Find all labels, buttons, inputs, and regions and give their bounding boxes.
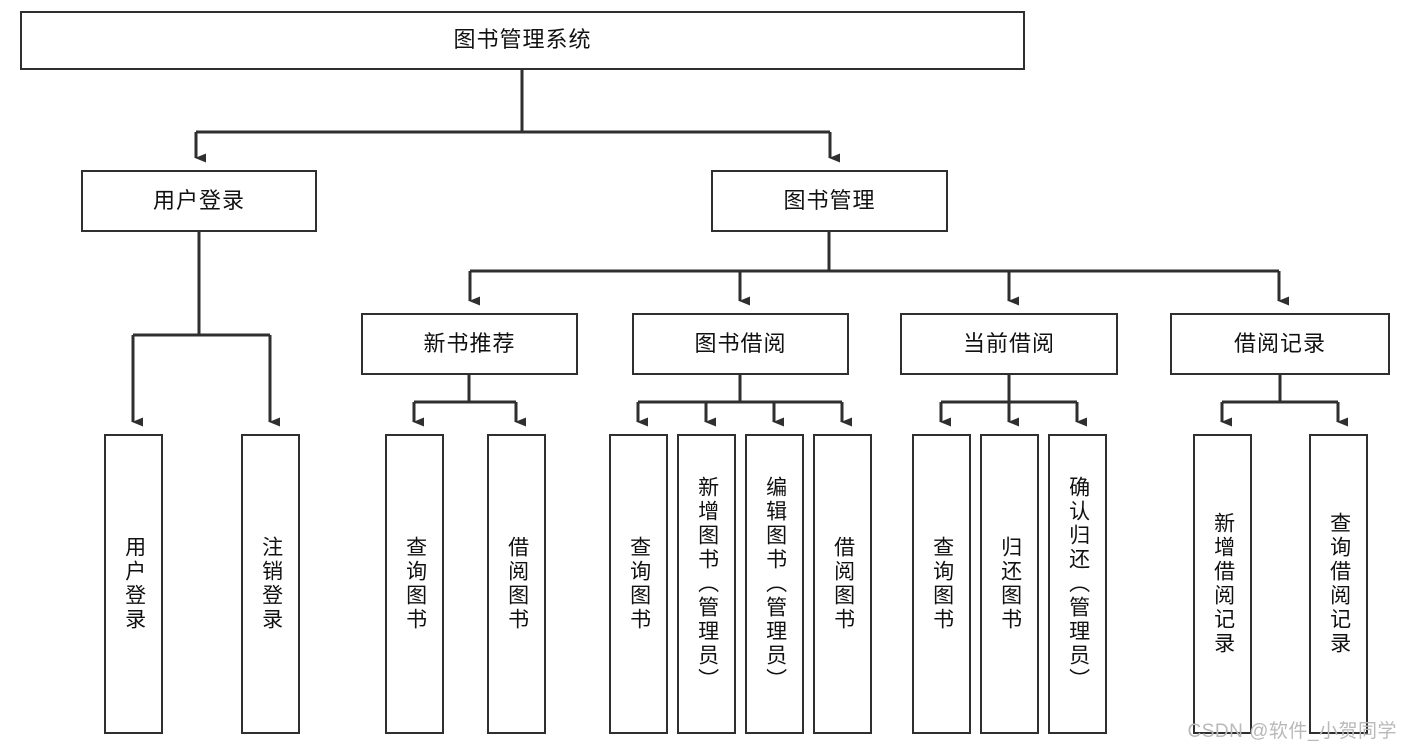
leaf-label: 借阅图书: [505, 536, 529, 632]
leaf-label: 新增图书（管理员）: [695, 476, 719, 692]
leaf-label: 查询借阅记录: [1327, 512, 1351, 656]
leaf-borrow-record-0[interactable]: 新增借阅记录: [1193, 434, 1252, 734]
node-current-borrow-label: 当前借阅: [962, 330, 1055, 356]
watermark: CSDN @软件_小贺同学: [1187, 721, 1397, 742]
leaf-label: 查询图书: [930, 536, 954, 632]
node-root[interactable]: 图书管理系统: [20, 11, 1025, 70]
leaf-label: 注销登录: [259, 536, 283, 632]
leaf-label: 查询图书: [403, 536, 427, 632]
node-root-label: 图书管理系统: [453, 27, 592, 53]
leaf-label: 确认归还（管理员）: [1066, 476, 1090, 692]
leaf-book-borrow-2[interactable]: 编辑图书（管理员）: [745, 434, 804, 734]
leaf-book-borrow-3[interactable]: 借阅图书: [813, 434, 872, 734]
node-book-management[interactable]: 图书管理: [711, 170, 948, 232]
node-new-book-recommend-label: 新书推荐: [423, 330, 516, 356]
leaf-current-borrow-0[interactable]: 查询图书: [912, 434, 971, 734]
leaf-label: 查询图书: [627, 536, 651, 632]
leaf-user-login-1[interactable]: 注销登录: [241, 434, 300, 734]
leaf-label: 归还图书: [998, 536, 1022, 632]
node-book-management-label: 图书管理: [783, 187, 876, 213]
node-book-borrow-label: 图书借阅: [694, 330, 787, 356]
node-borrow-record[interactable]: 借阅记录: [1170, 313, 1390, 375]
leaf-label: 用户登录: [122, 536, 146, 632]
leaf-book-borrow-1[interactable]: 新增图书（管理员）: [677, 434, 736, 734]
leaf-label: 借阅图书: [831, 536, 855, 632]
node-book-borrow[interactable]: 图书借阅: [632, 313, 849, 375]
leaf-label: 编辑图书（管理员）: [763, 476, 787, 692]
leaf-book-borrow-0[interactable]: 查询图书: [609, 434, 668, 734]
node-user-login-label: 用户登录: [152, 187, 245, 213]
node-current-borrow[interactable]: 当前借阅: [900, 313, 1118, 375]
node-borrow-record-label: 借阅记录: [1233, 330, 1326, 356]
node-user-login[interactable]: 用户登录: [81, 170, 317, 232]
leaf-borrow-record-1[interactable]: 查询借阅记录: [1309, 434, 1368, 734]
node-new-book-recommend[interactable]: 新书推荐: [361, 313, 578, 375]
leaf-current-borrow-1[interactable]: 归还图书: [980, 434, 1039, 734]
leaf-label: 新增借阅记录: [1211, 512, 1235, 656]
leaf-new-book-recommend-1[interactable]: 借阅图书: [487, 434, 546, 734]
leaf-new-book-recommend-0[interactable]: 查询图书: [385, 434, 444, 734]
leaf-user-login-0[interactable]: 用户登录: [104, 434, 163, 734]
leaf-current-borrow-2[interactable]: 确认归还（管理员）: [1048, 434, 1107, 734]
